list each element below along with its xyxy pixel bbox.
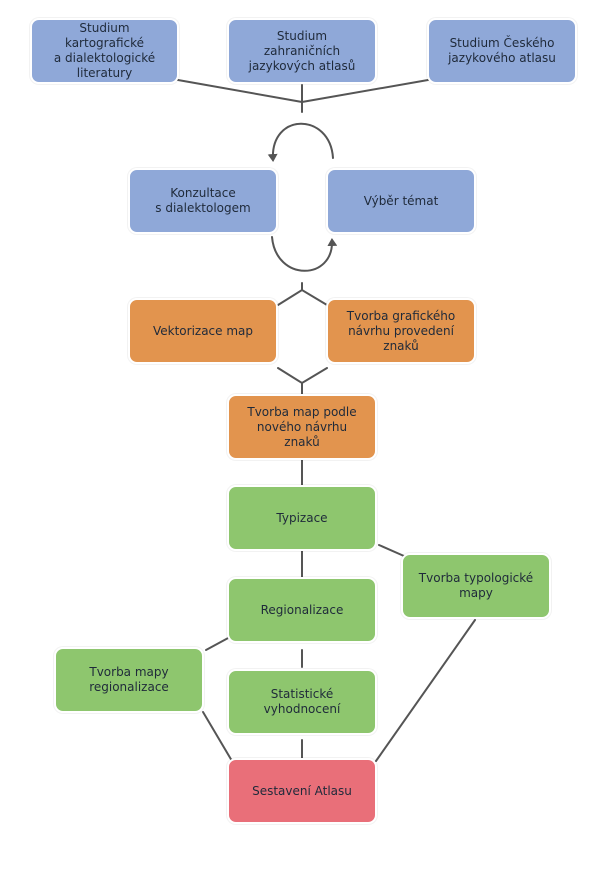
junction-merge (277, 367, 328, 385)
connector-regmapy-atlas (202, 711, 233, 762)
node-typologicka-mapa: Tvorba typologické mapy (401, 553, 551, 619)
node-typizace: Typizace (227, 485, 377, 551)
node-studium-ceskeho-atlasu: Studium Českého jazykového atlasu (427, 18, 577, 84)
node-vyber-temat: Výběr témat (326, 168, 476, 234)
junction-split (277, 288, 328, 306)
node-vektorizace-map: Vektorizace map (128, 298, 278, 364)
node-studium-zahranicnich-atlasu: Studium zahraničních jazykových atlasů (227, 18, 377, 84)
node-graficky-navrh: Tvorba grafického návrhu provedení znaků (326, 298, 476, 364)
node-regionalizace: Regionalizace (227, 577, 377, 643)
node-statisticke-vyhodnoceni: Statistické vyhodnocení (227, 669, 377, 735)
cycle-arrow-bottom (271, 236, 338, 272)
node-sestaveni-atlasu: Sestavení Atlasu (227, 758, 377, 824)
connector-typ-typmapy (378, 544, 405, 557)
connector-lit-merge (177, 79, 303, 103)
node-mapa-regionalizace: Tvorba mapy regionalizace (54, 647, 204, 713)
node-tvorba-map-navrh: Tvorba map podle nového návrhu znaků (227, 394, 377, 460)
connector-reg-regmapy (205, 636, 231, 651)
node-studium-literatury: Studium kartografické a dialektologické … (30, 18, 179, 84)
connector-cesk-merge (301, 79, 429, 103)
connector-typmapy-atlas (375, 619, 476, 762)
node-konzultace: Konzultace s dialektologem (128, 168, 278, 234)
cycle-arrow-top (267, 122, 334, 162)
